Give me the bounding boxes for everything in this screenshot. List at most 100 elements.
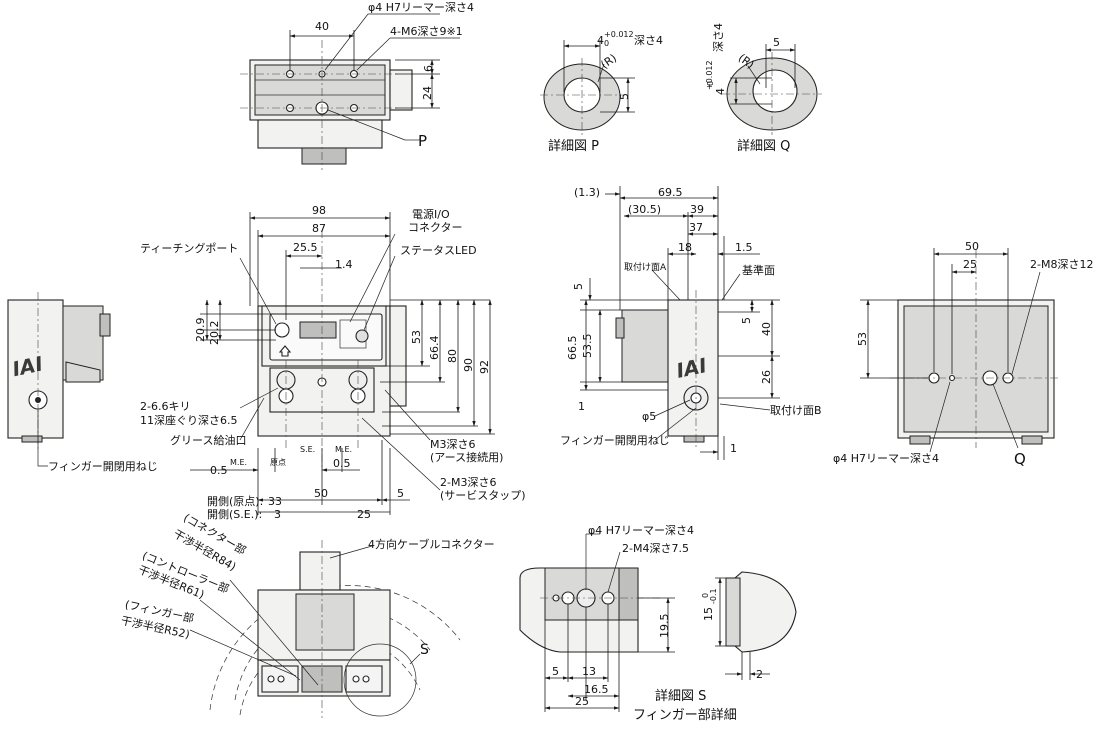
front-dim-87: 87 xyxy=(312,222,326,235)
side-dim-39: 39 xyxy=(690,203,704,216)
front-dim-50: 50 xyxy=(314,487,328,500)
front-dim-98: 98 xyxy=(312,204,326,217)
front-dim-66-4: 66.4 xyxy=(428,336,441,361)
front-teaching-port: ティーチングポート xyxy=(140,241,238,255)
side-finger-screw: フィンガー開閉用ねじ xyxy=(560,434,670,447)
detail-s-dim-13: 13 xyxy=(582,665,596,678)
bottom-cable-conn: 4方向ケーブルコネクター xyxy=(368,537,495,551)
right-dim-50: 50 xyxy=(965,240,979,253)
detail-p-depth: 深さ4 xyxy=(634,34,663,47)
left-finger-screw: フィンガー開閉用ねじ xyxy=(48,460,158,473)
front-m3-service: 2-M3深さ6 xyxy=(440,476,496,489)
right-dim-53: 53 xyxy=(856,332,869,346)
front-dim-5: 5 xyxy=(397,487,404,500)
detail-q-tol-low: 0 xyxy=(706,81,715,86)
front-dim-53: 53 xyxy=(410,330,423,344)
front-open-origin-val: 33 xyxy=(268,495,282,508)
side-dim-26: 26 xyxy=(760,370,773,384)
side-dim-66-5: 66.5 xyxy=(566,336,579,361)
detail-p xyxy=(540,40,635,135)
left-view xyxy=(7,292,111,450)
front-open-se-val: 3 xyxy=(274,508,281,521)
front-open-se: 開側(S.E.): xyxy=(207,508,262,521)
side-dim-5b: 5 xyxy=(740,317,753,324)
bottom-label-s: S xyxy=(420,642,429,658)
detail-p-tol-low: 0 xyxy=(604,39,609,48)
side-mount-a: 取付け面A xyxy=(624,262,667,273)
detail-s-dim-2: 2 xyxy=(756,668,763,681)
detail-p-tol-up: +0.012 xyxy=(604,30,634,39)
detail-q-dim-5: 5 xyxy=(773,36,780,49)
side-dim-53-5: 53.5 xyxy=(581,334,594,359)
front-dim-20-9: 20.9 xyxy=(194,318,207,343)
detail-q-depth: 深さ4 xyxy=(712,23,725,52)
front-dim-20-2: 20.2 xyxy=(208,321,221,346)
detail-s-dim-16-5: 16.5 xyxy=(584,683,609,696)
detail-p-tol: 4 xyxy=(597,34,604,47)
front-dim-0-5a: 0.5 xyxy=(210,464,228,477)
detail-p-caption: 詳細図 P xyxy=(548,138,599,154)
front-m3-ground2: (アース接続用) xyxy=(430,450,503,464)
side-phi5: φ5 xyxy=(642,410,656,423)
front-grease: グリース給油口 xyxy=(170,433,246,447)
side-dim-5a: 5 xyxy=(572,283,585,290)
front-dim-25-5: 25.5 xyxy=(293,241,318,254)
front-connector: コネクター xyxy=(408,221,463,234)
side-dim-1-5: 1.5 xyxy=(735,241,753,254)
side-dim-18: 18 xyxy=(678,241,692,254)
detail-q-tol: 4 xyxy=(714,88,727,95)
front-dim-90: 90 xyxy=(462,358,475,372)
front-view xyxy=(190,212,495,515)
detail-p-dim-5: 5 xyxy=(618,93,631,100)
top-view xyxy=(240,13,460,170)
top-dim-40: 40 xyxy=(315,20,329,33)
detail-q-caption: 詳細図 Q xyxy=(737,138,790,154)
front-counterbore: 11深座ぐり深さ6.5 xyxy=(140,413,238,427)
front-status-led: ステータスLED xyxy=(400,244,477,257)
front-open-origin: 開側(原点): xyxy=(207,495,263,508)
front-m3-service2: (サービスタップ) xyxy=(440,489,526,502)
side-dim-69-5: 69.5 xyxy=(658,186,683,199)
front-dim-92: 92 xyxy=(478,360,491,374)
right-label-q: Q xyxy=(1014,450,1026,468)
right-dim-25: 25 xyxy=(963,258,977,271)
top-tap-label: 4-M6深さ9※1 xyxy=(390,25,463,38)
left-finger-leader xyxy=(37,410,48,467)
top-dim-6: 6 xyxy=(422,65,435,72)
front-m3-ground: M3深さ6 xyxy=(430,438,476,451)
detail-s-caption1: 詳細図 S xyxy=(655,688,706,704)
detail-s-dim-5: 5 xyxy=(552,665,559,678)
front-dim-0-5b: 0.5 xyxy=(333,457,351,470)
side-dim-1-3: (1.3) xyxy=(574,186,600,199)
top-dim-24: 24 xyxy=(421,86,434,100)
front-me: M.E. xyxy=(230,458,247,467)
right-tap: 2-M8深さ12 xyxy=(1030,258,1093,271)
detail-s-tol-up: 0 xyxy=(701,593,710,598)
front-origin: 原点 xyxy=(270,458,286,467)
detail-q xyxy=(722,44,822,135)
detail-s-tol-low: -0.1 xyxy=(709,588,718,604)
detail-s-tap: 2-M4深さ7.5 xyxy=(622,542,689,555)
side-view xyxy=(580,186,780,460)
top-label-p: P xyxy=(418,132,427,150)
detail-s-dim-25: 25 xyxy=(575,695,589,708)
side-mount-b: 取付け面B xyxy=(770,404,822,417)
side-dim-1b: 1 xyxy=(730,442,737,455)
side-dim-37: 37 xyxy=(689,221,703,234)
front-drill: 2-6.6キリ xyxy=(140,400,190,413)
front-power-io: 電源I/O xyxy=(412,207,450,221)
front-me2: M.E. xyxy=(335,445,352,454)
side-dim-40: 40 xyxy=(760,322,773,336)
front-dim-1-4: 1.4 xyxy=(335,258,353,271)
bottom-view xyxy=(189,540,461,718)
right-view xyxy=(860,248,1060,453)
side-datum: 基準面 xyxy=(742,263,775,277)
right-reamer: φ4 H7リーマー深さ4 xyxy=(833,452,939,465)
detail-s xyxy=(519,533,797,712)
detail-s-dim-15: 15 xyxy=(702,607,715,621)
detail-s-caption2: フィンガー部詳細 xyxy=(633,707,737,723)
detail-s-reamer: φ4 H7リーマー深さ4 xyxy=(588,524,694,537)
detail-s-dim-19-5: 19.5 xyxy=(658,614,671,639)
front-se: S.E. xyxy=(300,445,315,454)
